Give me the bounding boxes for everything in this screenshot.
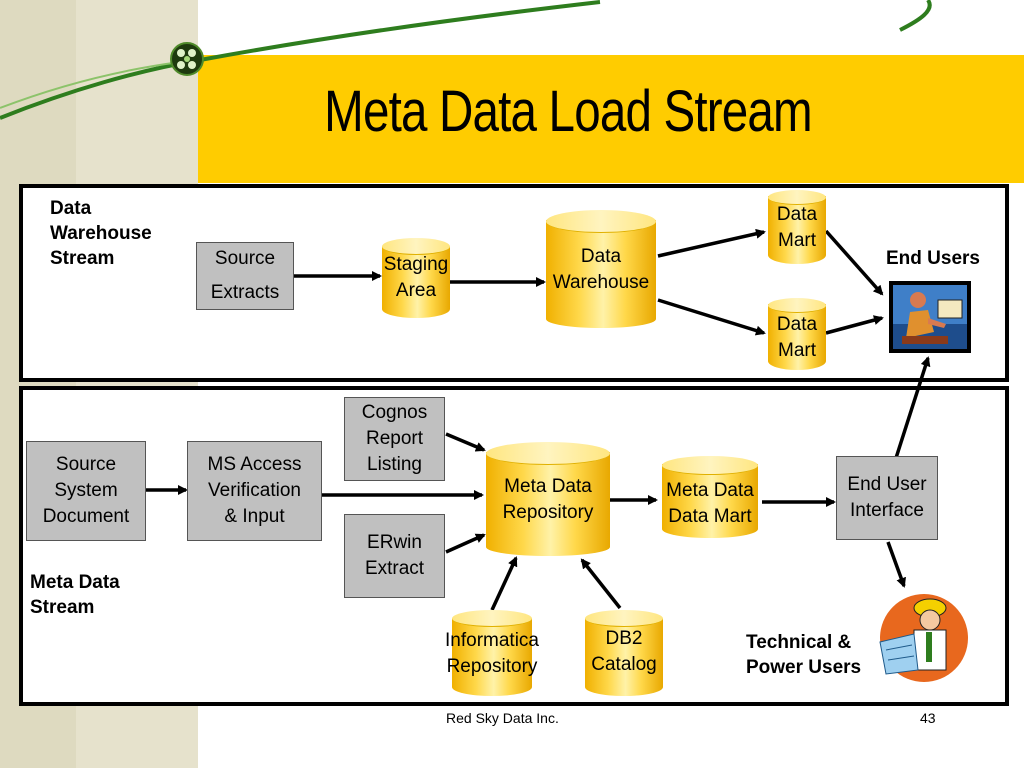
meta-stream-label: Meta Data Stream [30, 570, 120, 620]
label-line: Warehouse [50, 223, 152, 244]
cylinder-text: Repository [502, 502, 594, 523]
box-text: Extracts [210, 282, 280, 303]
arrow-informatica-to-repository [490, 556, 518, 611]
page-number: 43 [920, 710, 936, 726]
arrow-erwin-to-repository [445, 533, 486, 554]
box-text: Source [214, 248, 276, 269]
box-text: System [54, 480, 118, 501]
title-band [198, 55, 1024, 183]
cylinder-text: Catalog [591, 654, 657, 675]
box-text: Source [55, 454, 117, 475]
data-mart-bottom-cylinder: Data Mart [768, 298, 826, 370]
db2-catalog-cylinder: DB2 Catalog [585, 610, 663, 696]
arrow-interface-to-techusers [886, 541, 906, 588]
box-text: ERwin [367, 532, 422, 553]
cylinder-text: Mart [778, 230, 816, 251]
cylinder-text: Meta Data [666, 480, 754, 501]
cylinder-text: Warehouse [552, 272, 650, 293]
cylinder-text: Informatica [445, 630, 539, 651]
cylinder-text: Repository [446, 656, 538, 677]
source-system-document-box: Source System Document [26, 441, 146, 541]
meta-data-repository-cylinder: Meta Data Repository [486, 442, 610, 556]
cylinder-text: DB2 [605, 628, 643, 649]
box-text: Verification [208, 480, 301, 501]
label-line: Data [50, 198, 92, 219]
arrow-warehouse-to-mart-top [657, 228, 766, 258]
globe-icon [170, 42, 204, 76]
arrow-mart-bottom-to-users [825, 315, 884, 335]
box-text: Cognos [361, 402, 428, 423]
end-users-label: End Users [886, 248, 980, 269]
source-extracts-box: Source Extracts [196, 242, 294, 310]
cylinder-text: Data [776, 204, 818, 225]
cylinder-text: Mart [778, 340, 816, 361]
box-text: Extract [364, 558, 425, 579]
office-worker-clipart-icon [889, 281, 971, 353]
warehouse-stream-label: Data Warehouse Stream [50, 196, 152, 271]
data-warehouse-cylinder: Data Warehouse [546, 210, 656, 328]
footer-company: Red Sky Data Inc. [446, 710, 559, 726]
meta-data-mart-cylinder: Meta Data Data Mart [662, 456, 758, 538]
label-line: Technical & [746, 632, 852, 653]
arrow-warehouse-to-mart-bottom [657, 298, 766, 336]
cylinder-text: Data Mart [668, 506, 752, 527]
staging-area-cylinder: Staging Area [382, 238, 450, 318]
box-text: Report [365, 428, 424, 449]
arrow-interface-to-endusers [894, 356, 931, 459]
cylinder-text: Meta Data [504, 476, 592, 497]
cylinder-text: Data [580, 246, 622, 267]
swoosh-decoration [0, 0, 932, 120]
engineer-clipart-icon [879, 594, 968, 682]
arrow-mart-top-to-users [824, 229, 884, 296]
label-line: Power Users [746, 657, 862, 678]
end-user-interface-box: End User Interface [836, 456, 938, 540]
cognos-report-listing-box: Cognos Report Listing [344, 397, 445, 481]
informatica-repository-cylinder: Informatica Repository [445, 610, 539, 696]
page-title: Meta Data Load Stream [324, 79, 813, 144]
box-text: Document [42, 506, 130, 527]
erwin-extract-box: ERwin Extract [344, 514, 445, 598]
cylinder-text: Data [776, 314, 818, 335]
cylinder-text: Area [395, 280, 437, 301]
box-text: End User [847, 474, 927, 495]
data-mart-top-cylinder: Data Mart [768, 190, 826, 264]
arrow-db2-to-repository [580, 558, 622, 610]
warehouse-stream-panel [19, 184, 1009, 382]
ms-access-verification-box: MS Access Verification & Input [187, 441, 322, 541]
cylinder-text: Staging [383, 254, 449, 275]
box-text: Listing [367, 454, 422, 475]
box-text: & Input [224, 506, 285, 527]
label-line: Meta Data [30, 572, 120, 593]
box-text: Interface [850, 500, 924, 521]
label-line: Stream [50, 248, 115, 269]
box-text: MS Access [207, 454, 302, 475]
technical-users-label: Technical & Power Users [746, 630, 861, 680]
arrow-cognos-to-repository [445, 432, 486, 452]
label-line: Stream [30, 597, 95, 618]
